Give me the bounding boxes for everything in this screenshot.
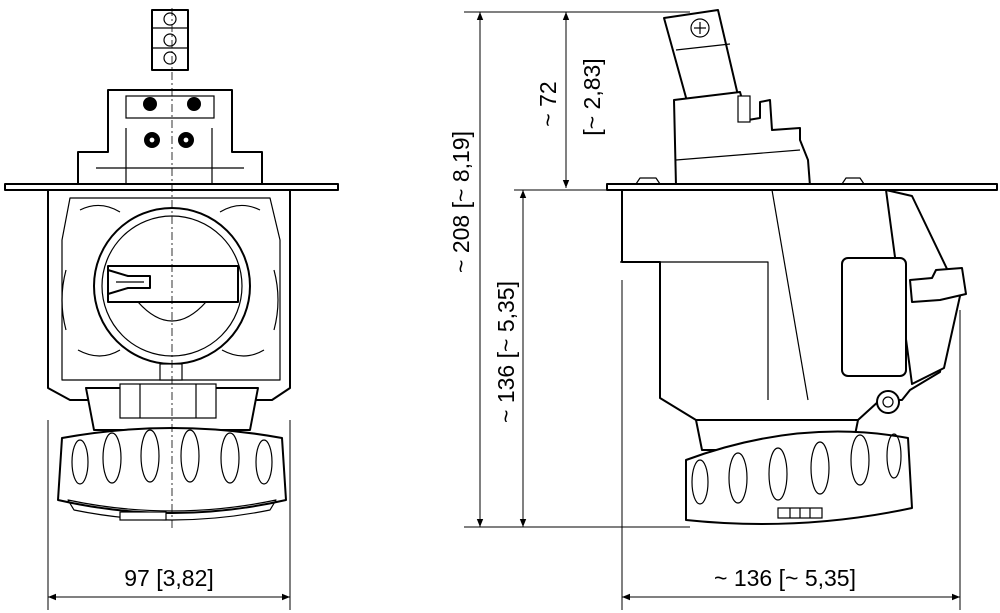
screw-icon (143, 97, 157, 111)
side-cover-flap (841, 257, 907, 377)
front-terminal-block (77, 9, 263, 186)
above-plate-height-dimension: ~ 72 [~ 2,83] (535, 12, 605, 188)
front-socket-neck (85, 383, 259, 431)
screw-icon (187, 97, 201, 111)
side-housing (620, 189, 967, 421)
front-width-dimension: 97 [3,82] (47, 420, 291, 610)
side-width-label: ~ 136 [~ 5,35] (714, 565, 856, 591)
below-plate-height-dimension: ~ 136 [~ 5,35] (493, 189, 622, 527)
screw-icon (163, 51, 177, 65)
screw-icon (876, 390, 900, 414)
below-plate-height-label: ~ 136 [~ 5,35] (493, 281, 519, 423)
overall-height-dimension: ~ 208 [~ 8,19] (448, 11, 690, 528)
screw-icon (163, 12, 177, 26)
front-view: 97 [3,82] (4, 8, 339, 610)
side-ribbed-ring (685, 430, 913, 525)
side-view: ~ 208 [~ 8,19] ~ 136 [~ 5,35] ~ 72 [~ 2,… (448, 9, 998, 610)
above-plate-height-mm-label: ~ 72 (535, 81, 561, 126)
front-width-label: 97 [3,82] (124, 565, 214, 591)
overall-height-label: ~ 208 [~ 8,19] (448, 131, 474, 273)
side-terminal-body (663, 9, 811, 187)
side-width-dimension: ~ 136 [~ 5,35] (621, 280, 961, 610)
above-plate-height-in-label: [~ 2,83] (579, 58, 605, 135)
screw-icon (163, 33, 177, 47)
front-ribbed-ring (57, 427, 287, 521)
